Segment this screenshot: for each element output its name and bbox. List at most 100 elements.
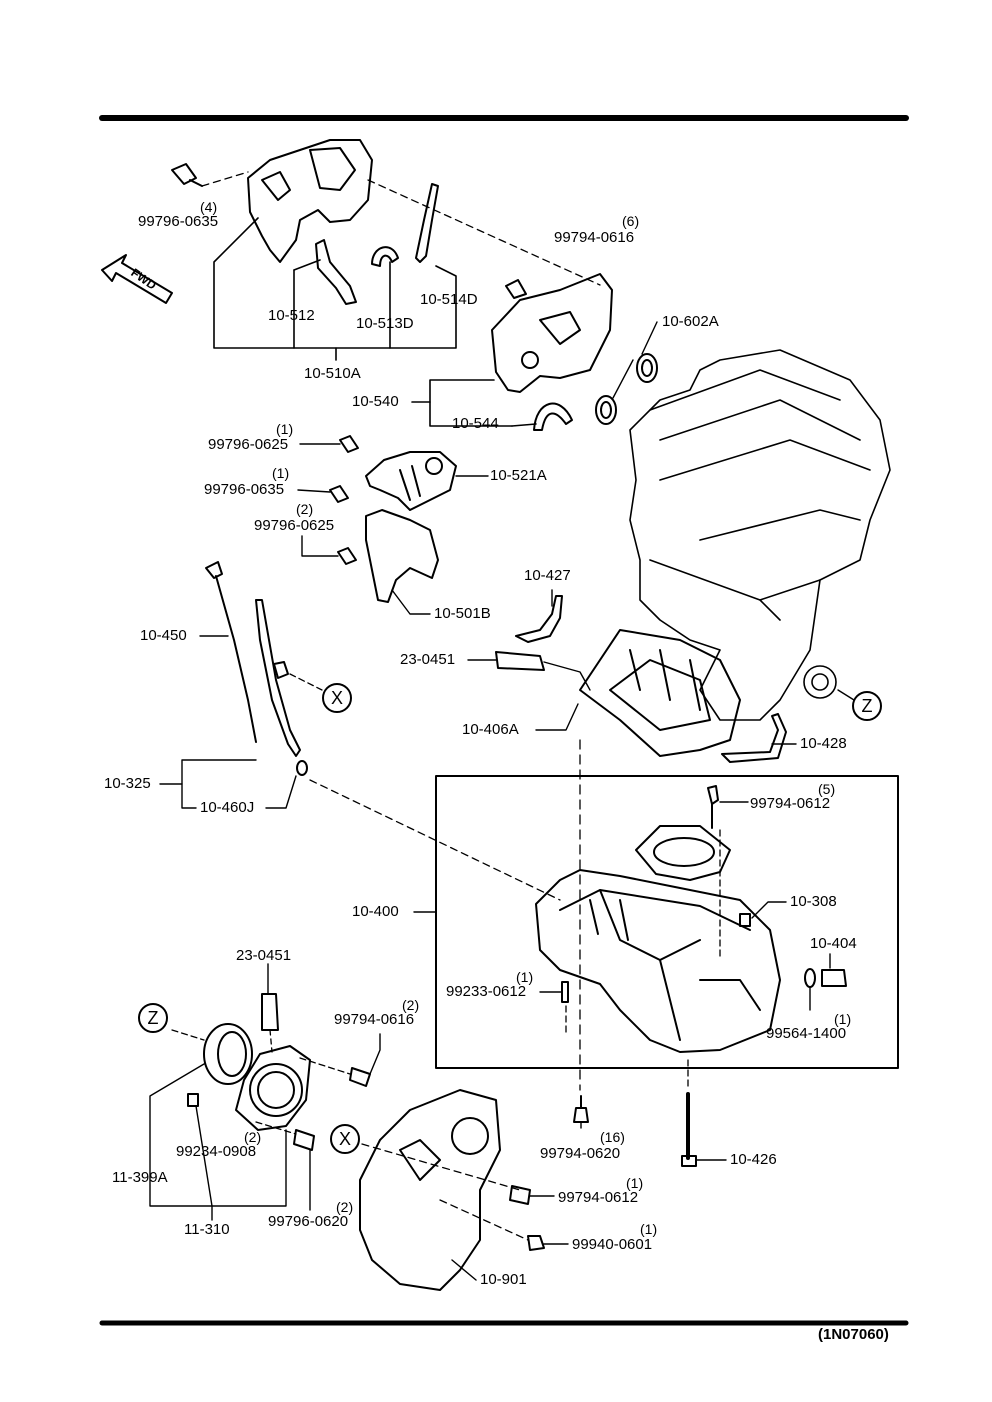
oil-seal-10-602A-a bbox=[636, 353, 658, 383]
part-label: 10-602A bbox=[662, 313, 719, 330]
qty-p29: (2) bbox=[402, 997, 420, 1013]
seal-10-427 bbox=[515, 595, 563, 643]
dipstick-tube-10-325 bbox=[255, 599, 301, 757]
callout-x-upper: X bbox=[322, 683, 352, 713]
rear-seal-housing-11-310 bbox=[235, 1045, 311, 1131]
part-label: 11-310 bbox=[184, 1221, 230, 1238]
timing-cover-10-521A bbox=[365, 451, 457, 511]
oil-seal-10-602A-b bbox=[595, 395, 617, 425]
part-label: 10-460J bbox=[200, 799, 255, 816]
bolt-99796-0625-b bbox=[337, 547, 357, 565]
qty-p34: (16) bbox=[600, 1129, 625, 1145]
part-label: 99794-0616 bbox=[554, 229, 635, 246]
part-label: 23-0451 bbox=[400, 651, 456, 668]
end-plate-10-901 bbox=[359, 1089, 501, 1291]
qty-p10: (1) bbox=[276, 421, 294, 437]
oil-baffle-10-406A bbox=[579, 629, 741, 757]
long-bolt-10-426 bbox=[681, 1092, 697, 1167]
sensor-23-0451-top bbox=[495, 651, 545, 671]
part-label: 99796-0620 bbox=[268, 1213, 349, 1230]
part-label: 10-426 bbox=[730, 1151, 777, 1168]
callout-z-upper: Z bbox=[852, 691, 882, 721]
qty-p27: (1) bbox=[834, 1011, 852, 1027]
seal-10-544 bbox=[533, 402, 573, 431]
oil-seal-11-399A bbox=[203, 1023, 253, 1085]
engine-block bbox=[629, 349, 891, 721]
part-label: 99564-1400 bbox=[766, 1025, 847, 1042]
seal-10-428 bbox=[721, 713, 787, 763]
part-label: 10-514D bbox=[420, 291, 478, 308]
o-ring-10-460J bbox=[296, 760, 308, 776]
qty-p12: (1) bbox=[272, 465, 290, 481]
oil-pan-frame bbox=[435, 775, 899, 1069]
part-label: 10-400 bbox=[352, 903, 399, 920]
part-label: 99794-0620 bbox=[540, 1145, 621, 1162]
part-label: 10-510A bbox=[304, 365, 361, 382]
dowel-99234-0908 bbox=[187, 1093, 199, 1107]
bolt-99794-0612-plate bbox=[509, 1185, 531, 1205]
upper-timing-cover bbox=[247, 139, 373, 263]
part-label: 99796-0625 bbox=[254, 517, 335, 534]
bolt-99794-0612-pan bbox=[707, 785, 719, 805]
bolt-99796-0635-top bbox=[171, 163, 203, 187]
washer-99564-1400 bbox=[804, 968, 816, 988]
lower-timing-cover-10-540 bbox=[491, 273, 613, 393]
callout-x-lower: X bbox=[330, 1124, 360, 1154]
part-label: 10-406A bbox=[462, 721, 519, 738]
qty-p37: (1) bbox=[640, 1221, 658, 1237]
part-label: 11-399A bbox=[112, 1169, 168, 1186]
part-label: 10-521A bbox=[490, 467, 547, 484]
part-label: 10-404 bbox=[810, 935, 857, 952]
oil-pan-10-400 bbox=[535, 869, 781, 1053]
bolt-99796-0620 bbox=[293, 1129, 315, 1151]
part-label: 10-325 bbox=[104, 775, 151, 792]
nut-99940-0601 bbox=[527, 1235, 545, 1251]
part-label: 10-308 bbox=[790, 893, 837, 910]
part-label: 99233-0612 bbox=[446, 983, 527, 1000]
bolt-99796-0625-a bbox=[339, 435, 359, 453]
qty-p22: (5) bbox=[818, 781, 836, 797]
figure-code: (1N07060) bbox=[818, 1326, 889, 1343]
pan-gasket bbox=[635, 825, 731, 881]
part-label: 10-501B bbox=[434, 605, 491, 622]
part-label: 10-428 bbox=[800, 735, 847, 752]
part-label: 10-513D bbox=[356, 315, 414, 332]
dipstick-10-450 bbox=[205, 561, 257, 743]
drain-bolt-10-404 bbox=[821, 969, 847, 987]
part-label: 10-450 bbox=[140, 627, 187, 644]
part-label: 99794-0612 bbox=[750, 795, 831, 812]
part-label: 99796-0635 bbox=[138, 213, 219, 230]
part-label: 99796-0635 bbox=[204, 481, 285, 498]
part-label: 10-901 bbox=[480, 1271, 527, 1288]
qty-p33: (2) bbox=[336, 1199, 354, 1215]
part-label: 99794-0616 bbox=[334, 1011, 415, 1028]
sensor-23-0451-lower bbox=[261, 993, 279, 1031]
part-label: 99794-0612 bbox=[558, 1189, 639, 1206]
bolt-99794-0616-top bbox=[505, 279, 527, 299]
part-label: 10-544 bbox=[452, 415, 499, 432]
part-label: 23-0451 bbox=[236, 947, 292, 964]
qty-p30: (2) bbox=[244, 1129, 262, 1145]
part-label: 99234-0908 bbox=[176, 1143, 257, 1160]
fwd-arrow-icon bbox=[101, 254, 173, 304]
part-label: 10-427 bbox=[524, 567, 571, 584]
part-label: 99796-0625 bbox=[208, 436, 289, 453]
cover-seal-10-513D bbox=[371, 246, 399, 267]
qty-p26: (1) bbox=[516, 969, 534, 985]
qty-p2: (6) bbox=[622, 213, 640, 229]
part-label: 10-540 bbox=[352, 393, 399, 410]
dowel-pin-99233-0612 bbox=[561, 981, 569, 1003]
part-label: 10-512 bbox=[268, 307, 315, 324]
cover-seal-10-514D bbox=[415, 183, 439, 263]
cover-seal-10-512 bbox=[315, 239, 357, 305]
bolt-99796-0635-b bbox=[329, 485, 349, 503]
bolt-99794-0620 bbox=[573, 1107, 589, 1123]
qty-p1: (4) bbox=[200, 199, 218, 215]
qty-p13: (2) bbox=[296, 501, 314, 517]
part-label: 99940-0601 bbox=[572, 1236, 653, 1253]
qty-p36: (1) bbox=[626, 1175, 644, 1191]
bracket-10-501B bbox=[365, 509, 439, 603]
bolt-99794-0616-lower bbox=[349, 1067, 371, 1087]
